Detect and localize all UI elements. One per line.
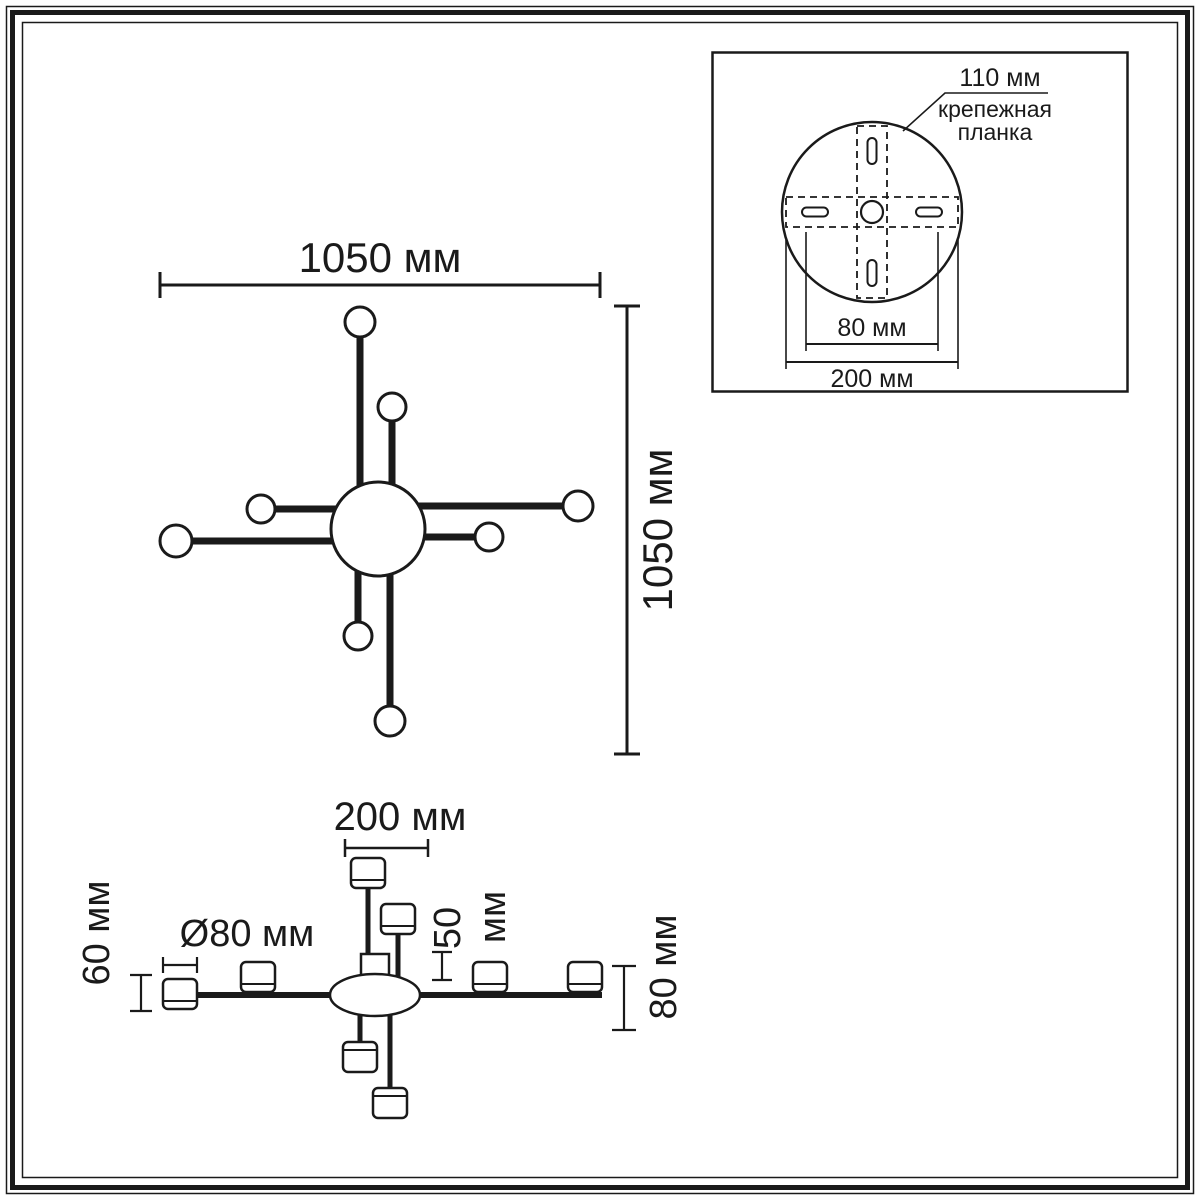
center-canopy-circle bbox=[329, 480, 427, 578]
lamp-shade bbox=[379, 902, 417, 936]
lamp-shade bbox=[239, 960, 277, 994]
lamp-circle bbox=[245, 493, 277, 525]
lamp-circle bbox=[342, 620, 374, 652]
mount-bracket-vertical-dashed bbox=[856, 125, 888, 299]
hole-spacing-label: 80 мм bbox=[837, 314, 906, 342]
side-view-arms bbox=[172, 888, 602, 1088]
hole-spacing-dimension: 80 мм bbox=[805, 232, 939, 351]
lamp-circle bbox=[376, 391, 408, 423]
top-view: 1050 мм 1050 мм bbox=[158, 234, 681, 756]
lamp-shade bbox=[161, 977, 199, 1011]
lamp-shade bbox=[566, 960, 604, 994]
shade-diameter-label: Ø80 мм bbox=[180, 913, 315, 955]
shade-height-right-dimension: 80 мм bbox=[612, 914, 685, 1032]
top-view-height-label: 1050 мм bbox=[634, 449, 681, 612]
center-hole bbox=[859, 199, 885, 225]
mount-slot-top bbox=[866, 137, 878, 165]
stem-height-unit-label: мм bbox=[472, 891, 514, 943]
lamp-shade bbox=[349, 856, 387, 890]
lamp-shades-side-view bbox=[161, 856, 604, 1120]
shade-height-left-label: 60 мм bbox=[76, 880, 118, 985]
lamp-shade bbox=[371, 1086, 409, 1120]
lamp-shade bbox=[471, 960, 509, 994]
mount-slot-left bbox=[801, 206, 829, 218]
shade-height-right-label: 80 мм bbox=[643, 914, 685, 1019]
bracket-label-line2: планка bbox=[958, 119, 1033, 145]
lamp-circle bbox=[373, 704, 407, 738]
shade-height-left-dimension: 60 мм bbox=[76, 880, 152, 1013]
plate-width-label: 110 мм bbox=[959, 64, 1040, 92]
shade-diameter-dimension: Ø80 мм bbox=[161, 913, 315, 973]
mount-plate-inset: 110 мм крепежная планка 80 мм 200 мм bbox=[711, 51, 1129, 393]
lamp-circle bbox=[473, 521, 505, 553]
frame-inner-thin-rule bbox=[21, 21, 1179, 1179]
plate-diameter-label: 200 мм bbox=[830, 365, 913, 393]
side-view: 200 мм 60 мм Ø80 мм 50 мм bbox=[76, 795, 685, 1120]
lamp-heads-top-view bbox=[158, 305, 595, 738]
bracket-callout: 110 мм крепежная планка bbox=[902, 64, 1052, 145]
top-view-height-dimension: 1050 мм bbox=[614, 304, 681, 756]
callout-leader-line bbox=[902, 92, 1048, 132]
lamp-circle bbox=[158, 523, 194, 559]
lamp-circle bbox=[343, 305, 377, 339]
frame-thick-rule bbox=[10, 10, 1190, 1190]
stem-height-value-label: 50 bbox=[427, 907, 469, 949]
frame-outer-thin-rule bbox=[5, 5, 1195, 1195]
lamp-shade bbox=[341, 1040, 379, 1074]
mount-bracket-horizontal-dashed bbox=[785, 196, 959, 228]
bracket-label-line1: крепежная bbox=[938, 96, 1052, 122]
top-view-width-label: 1050 мм bbox=[299, 234, 462, 281]
lamp-circle bbox=[561, 489, 595, 523]
mount-slot-right bbox=[915, 206, 943, 218]
plate-diameter-dimension: 200 мм bbox=[785, 240, 959, 393]
top-spacing-label: 200 мм bbox=[334, 795, 467, 839]
page-frame bbox=[5, 5, 1195, 1195]
top-view-width-dimension: 1050 мм bbox=[158, 234, 602, 298]
side-view-spacing-dimension: 200 мм bbox=[334, 795, 467, 857]
stem-height-dimension: 50 мм bbox=[427, 891, 514, 982]
canopy-side-view bbox=[328, 972, 422, 1018]
mount-slot-bottom bbox=[866, 259, 878, 287]
